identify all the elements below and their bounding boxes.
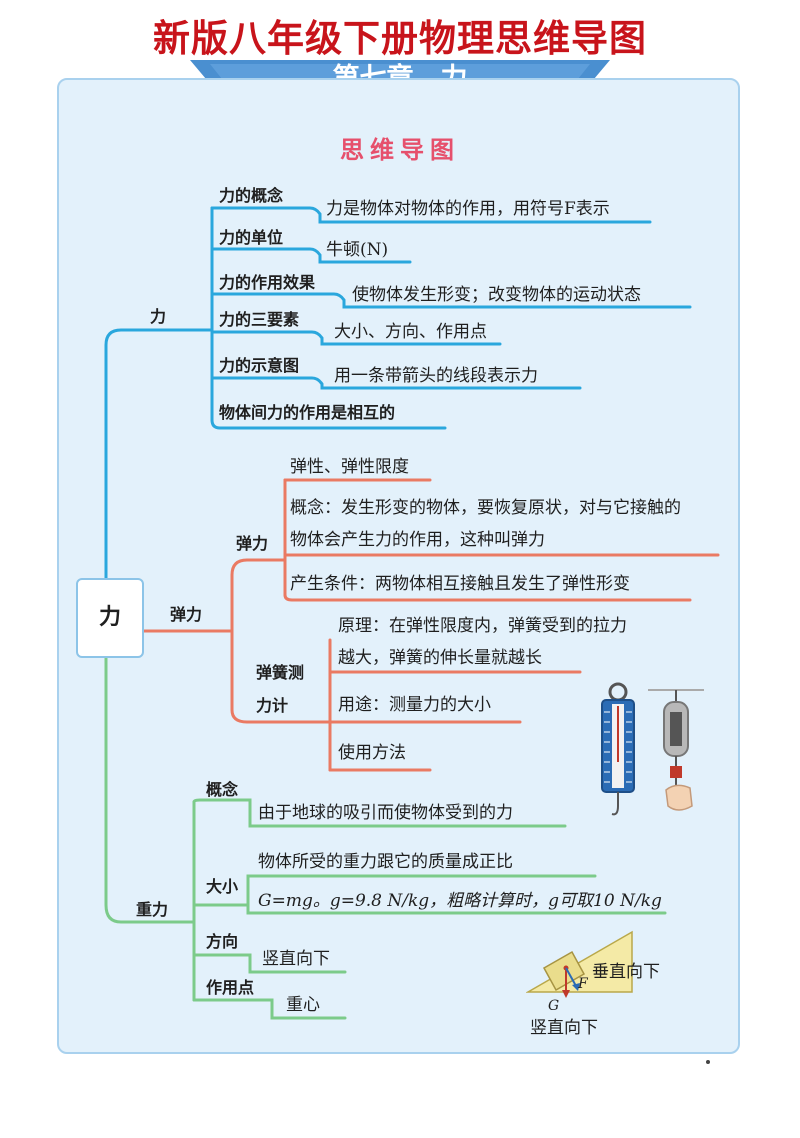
incline-gravity-figure — [526, 930, 633, 998]
elastic-concept-line1: 概念：发生形变的物体，要恢复原状，对与它接触的 — [290, 498, 681, 518]
force-diagram-text: 用一条带箭头的线段表示力 — [334, 366, 538, 386]
gravity-branch-lines — [104, 656, 667, 1020]
elastic-elasticity-text: 弹性、弹性限度 — [290, 457, 409, 477]
root-node: 力 — [76, 578, 144, 658]
spring-meter-label-line1: 弹簧测 — [256, 663, 305, 682]
spring-method-text: 使用方法 — [338, 743, 406, 763]
spring-principle-line2: 越大，弹簧的伸长量就越长 — [338, 648, 542, 668]
branch-label-gravity: 重力 — [136, 900, 169, 919]
figure-vertical-label: 竖直向下 — [530, 1018, 598, 1038]
hand-spring-scale-icon — [648, 689, 704, 811]
force-elements-text: 大小、方向、作用点 — [334, 322, 487, 342]
page-title: 新版八年级下册物理思维导图 — [153, 17, 647, 60]
gravity-concept-label: 概念 — [206, 780, 239, 799]
elastic-condition-text: 产生条件：两物体相互接触且发生了弹性形变 — [290, 574, 630, 594]
force-branch-lines — [104, 206, 692, 580]
spring-principle-line1: 原理：在弹性限度内，弹簧受到的拉力 — [338, 616, 627, 636]
elastic-sub-label: 弹力 — [236, 534, 269, 553]
gravity-point-label: 作用点 — [206, 978, 255, 997]
mind-map-panel — [57, 78, 740, 1054]
force-unit-text: 牛顿(N) — [326, 240, 389, 260]
gravity-size-label: 大小 — [206, 877, 239, 896]
gravity-direction-text: 竖直向下 — [262, 949, 330, 969]
force-unit-label: 力的单位 — [219, 228, 284, 247]
decorative-dot — [706, 1060, 710, 1064]
gravity-direction-label: 方向 — [206, 932, 239, 951]
force-effect-text: 使物体发生形变；改变物体的运动状态 — [352, 285, 641, 305]
figure-g-label: G — [548, 998, 560, 1014]
force-concept-text: 力是物体对物体的作用，用符号F表示 — [326, 199, 610, 219]
elastic-concept-line2: 物体会产生力的作用，这种叫弹力 — [290, 530, 545, 550]
force-mutual-text: 物体间力的作用是相互的 — [219, 403, 396, 422]
gravity-size-text1: 物体所受的重力跟它的质量成正比 — [258, 852, 513, 872]
spring-use-text: 用途：测量力的大小 — [338, 695, 491, 715]
force-effect-label: 力的作用效果 — [219, 273, 316, 292]
spring-scale-icon — [601, 682, 635, 816]
gravity-point-text: 重心 — [286, 995, 320, 1015]
figure-f-label: F — [578, 976, 588, 992]
gravity-concept-text: 由于地球的吸引而使物体受到的力 — [258, 803, 513, 823]
elastic-branch-lines — [142, 478, 720, 772]
gravity-size-text2: G=mg。g=9.8 N/kg，粗略计算时，g可取10 N/kg — [258, 891, 662, 911]
force-concept-label: 力的概念 — [219, 186, 284, 205]
force-diagram-label: 力的示意图 — [219, 356, 300, 375]
section-subtitle: 思维导图 — [340, 136, 460, 164]
spring-meter-label-line2: 力计 — [256, 696, 289, 715]
force-elements-label: 力的三要素 — [219, 310, 300, 329]
branch-label-force: 力 — [150, 307, 167, 326]
figure-perpendicular-label: 垂直向下 — [592, 962, 660, 982]
branch-label-elastic: 弹力 — [170, 605, 203, 624]
